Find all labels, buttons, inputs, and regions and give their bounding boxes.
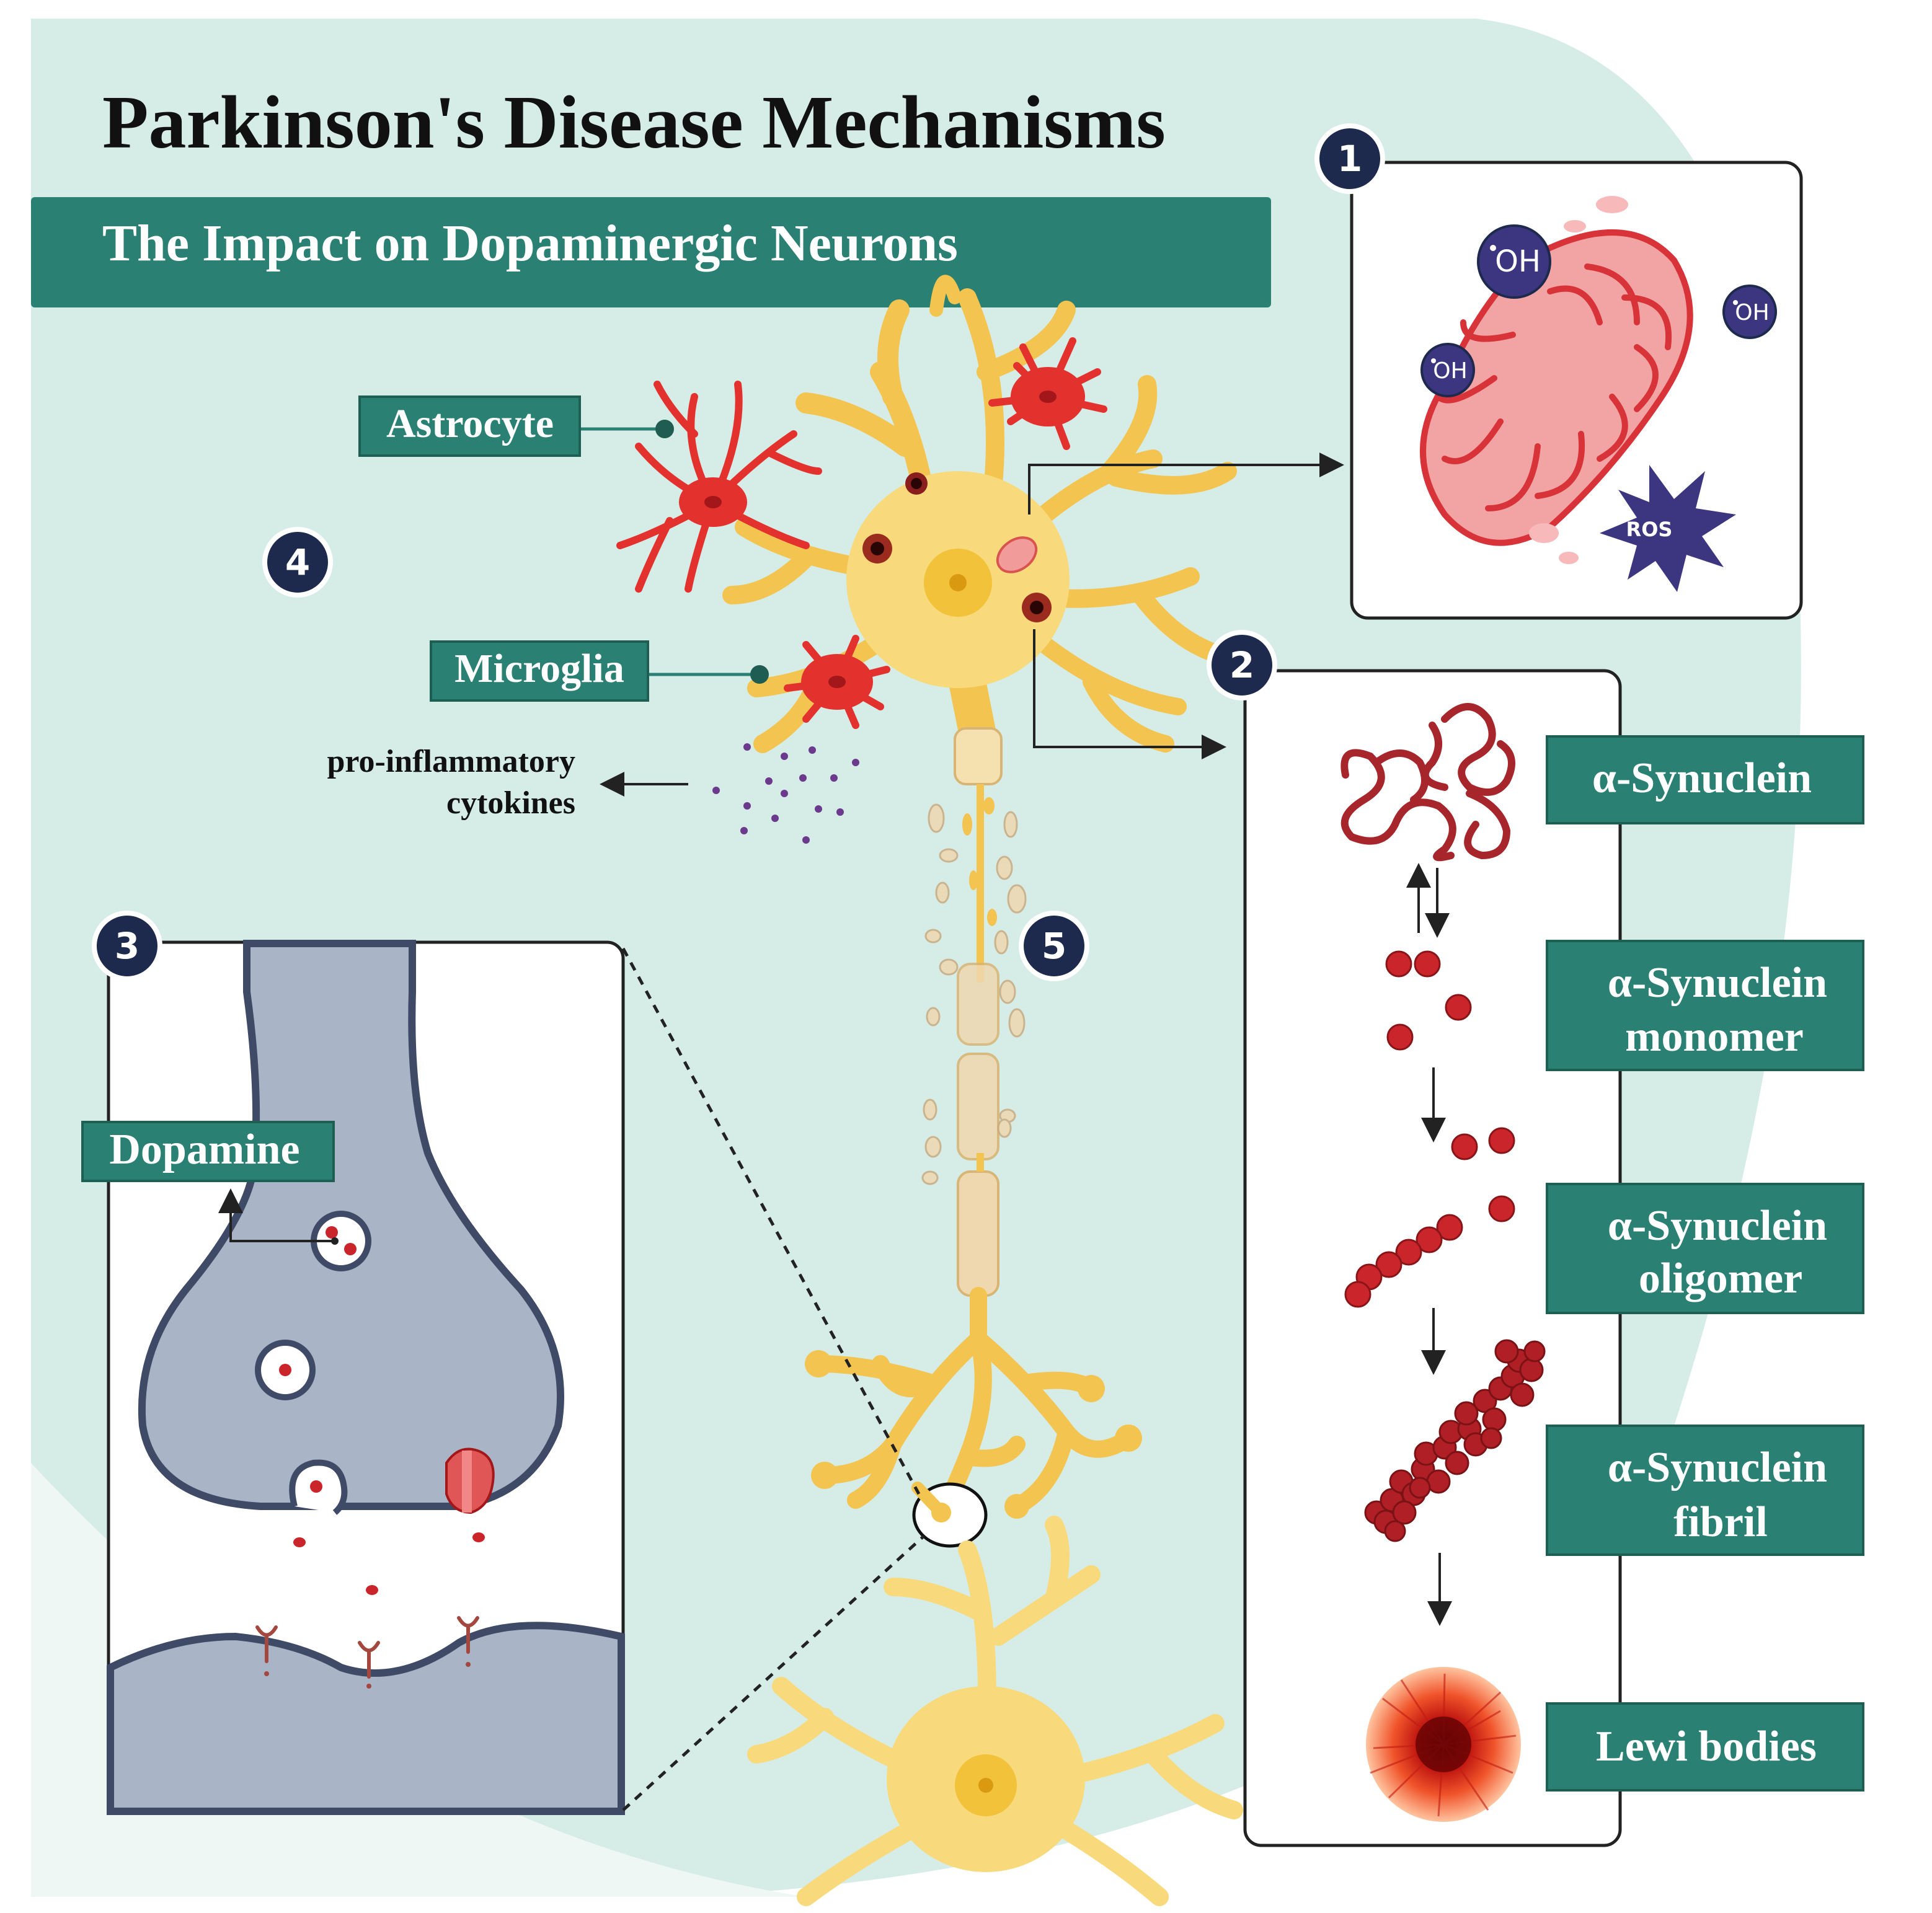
cytokines-label-line1: pro-inflammatory	[327, 744, 575, 779]
vesicle-2	[255, 1340, 316, 1400]
synuclein-fibril	[1364, 1339, 1546, 1542]
zoom-line-bottom	[622, 1535, 925, 1811]
svg-text:4: 4	[285, 541, 310, 583]
lewy-body	[1366, 1667, 1521, 1822]
svg-text:OH: OH	[1495, 244, 1541, 279]
arrow-to-panel-1	[1028, 453, 1344, 515]
mitochondrion	[1420, 196, 1693, 564]
synuclein-tangled-protein	[1340, 703, 1515, 862]
dopamine-pointer	[218, 1188, 335, 1242]
cytokine-particles	[712, 743, 859, 844]
microglia-label-box	[430, 640, 649, 702]
subtitle-banner	[31, 197, 1271, 307]
stage-label-oligomer-line1: α-Synuclein	[1608, 1202, 1827, 1250]
marker-1: 1	[1314, 123, 1385, 194]
marker-2: 2	[1207, 630, 1277, 700]
dopamine-label-box	[81, 1121, 335, 1182]
dopaminergic-neuron	[722, 275, 1237, 762]
zoom-line-top	[621, 947, 921, 1495]
svg-text:3: 3	[115, 925, 140, 967]
vesicle-fusing	[289, 1459, 348, 1515]
cytokines-label-line2: cytokines	[446, 785, 575, 821]
dopamine-label: Dopamine	[109, 1126, 299, 1173]
astrocyte-label-box	[358, 395, 581, 457]
page-title: Parkinson's Disease Mechanisms	[102, 81, 1166, 164]
stage-label-box-fibril	[1546, 1425, 1864, 1556]
hydroxyl-radical-2: OH	[1722, 285, 1777, 339]
stage-label-fibril-line1: α-Synuclein	[1608, 1444, 1827, 1491]
stage-label-monomer-line1: α-Synuclein	[1608, 959, 1827, 1007]
astrocyte-label: Astrocyte	[386, 401, 554, 446]
stage-label-box-synuclein	[1546, 735, 1864, 824]
stage-label-fibril-line2: fibril	[1673, 1498, 1768, 1546]
stage-label-synuclein: α-Synuclein	[1592, 754, 1812, 802]
synuclein-oligomers	[1344, 1127, 1515, 1308]
dopamine-molecules	[293, 1532, 485, 1595]
dopamine-receptors	[255, 1616, 479, 1679]
dopamine-transporter	[445, 1447, 495, 1514]
page-subtitle: The Impact on Dopaminergic Neurons	[102, 214, 958, 272]
ros-burst: ROS	[1600, 465, 1736, 592]
synuclein-stage-labels: α-Synuclein α-Synuclein monomer α-Synucl…	[1546, 735, 1864, 1792]
stage-label-oligomer-line2: oligomer	[1639, 1255, 1802, 1302]
svg-text:2: 2	[1230, 644, 1254, 686]
arrow-to-panel-2	[1033, 629, 1226, 759]
stage-label-monomer-line2: monomer	[1625, 1013, 1804, 1061]
svg-text:OH: OH	[1735, 300, 1769, 325]
svg-text:OH: OH	[1433, 358, 1467, 384]
stage-label-box-monomer	[1546, 940, 1864, 1071]
ros-label: ROS	[1626, 518, 1673, 541]
marker-5: 5	[1019, 911, 1089, 981]
svg-text:1: 1	[1337, 138, 1362, 180]
marker-4: 4	[262, 527, 333, 598]
postsynaptic-membrane	[107, 1622, 625, 1815]
astrocyte-cell	[616, 381, 822, 593]
stage-label-box-lewy	[1546, 1702, 1864, 1792]
microglia-label: Microglia	[454, 646, 624, 691]
axon	[921, 727, 1027, 1297]
hydroxyl-radical-3: OH	[1420, 343, 1475, 397]
stage-label-lewy: Lewi bodies	[1596, 1723, 1817, 1770]
synuclein-monomers	[1385, 950, 1472, 1051]
hydroxyl-radical-1: OH	[1477, 224, 1551, 299]
marker-3: 3	[92, 911, 162, 981]
soma-mitochondrion	[996, 536, 1038, 573]
stage-label-box-oligomer	[1546, 1183, 1864, 1314]
svg-text:5: 5	[1042, 925, 1066, 967]
